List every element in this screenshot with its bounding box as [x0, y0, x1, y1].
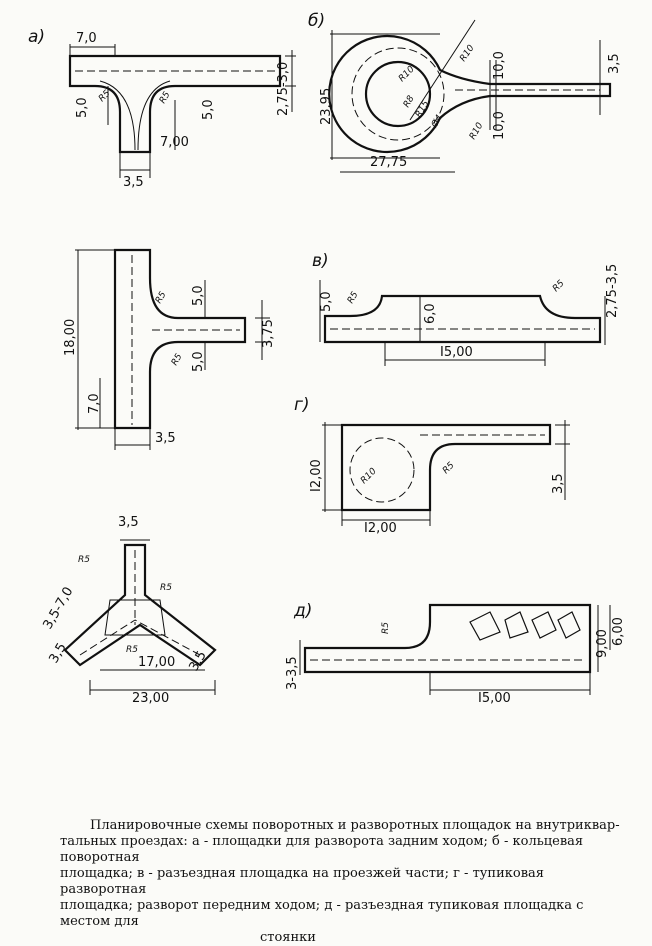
dim-y-left2: 3,5: [46, 641, 69, 666]
label-d: д): [293, 601, 312, 621]
caption-line-3: площадка; в - разъездная площадка на про…: [60, 866, 544, 897]
radius-b-b: R10: [468, 121, 486, 142]
caption-line-1: Планировочные схемы поворотных и разворо…: [90, 818, 620, 833]
diagram-g-shape: [322, 420, 570, 526]
label-g: г): [294, 395, 310, 415]
dim-a-top: 7,0: [76, 31, 97, 46]
diagram-y-shape: [63, 539, 217, 695]
dim-g-right: 3,5: [551, 473, 566, 494]
dim-b-outer: 23,95: [319, 88, 334, 125]
dim-a-bottom: 3,5: [123, 175, 144, 190]
dim-g-height: I2,00: [309, 459, 324, 492]
dim-a-inner-right: 5,0: [201, 99, 216, 120]
dim-t-lower: 7,0: [87, 393, 102, 414]
dim-a-right: 2,75-3,0: [276, 62, 291, 116]
dim-g-width: I2,00: [364, 521, 397, 536]
dim-d-r: R5: [381, 622, 391, 634]
dim-b-lower: 10,0: [492, 111, 507, 140]
radius-a-right: R5: [158, 90, 173, 106]
radius-b-small: R8: [402, 94, 417, 110]
dim-y-inner: 17,00: [138, 655, 175, 670]
dim-d-h2: 6,00: [611, 617, 626, 646]
caption-line-5: стоянки: [260, 930, 316, 945]
figure-caption: Планировочные схемы поворотных и разворо…: [60, 818, 620, 946]
dim-v-mid: 6,0: [423, 303, 438, 324]
radius-b-outer: R10: [458, 43, 477, 63]
label-v: в): [312, 251, 329, 271]
radius-v-left: R5: [346, 290, 361, 306]
dim-v-length: I5,00: [440, 345, 473, 360]
dim-t-branch: 3,75: [261, 319, 276, 348]
diagram-d-shape: [299, 603, 611, 695]
radius-g-big: R10: [359, 466, 379, 486]
dim-y-top: 3,5: [118, 515, 139, 530]
dim-b-upper: 10,0: [492, 51, 507, 80]
radius-y-b: R5: [160, 583, 172, 593]
dim-d-h1: 9,00: [595, 629, 610, 658]
diagram-v-shape: [319, 280, 606, 366]
dim-t-lower-r: 5,0: [191, 351, 206, 372]
dim-t-height: 18,00: [63, 319, 78, 356]
label-a: а): [28, 27, 45, 47]
diagram-a-shape: [68, 44, 296, 178]
dim-b-right: 3,5: [607, 53, 622, 74]
dim-y-left: 3,5-7,0: [40, 585, 76, 632]
radius-t-lower: R5: [170, 352, 185, 368]
caption-line-4: площадка; разворот передним ходом; д - р…: [60, 898, 584, 929]
dim-d-left: 3-3,5: [285, 656, 300, 690]
planning-diagrams: а) б) в) г) д) 7,0 5,0 2,75-3,0 3,5 7,00…: [28, 11, 626, 706]
dim-v-right: 2,75-3,5: [605, 264, 620, 318]
diagram-b-shape: [328, 19, 612, 173]
diagram-t-shape: [75, 248, 270, 450]
dim-b-bottom: 27,75: [370, 155, 407, 170]
dim-a-inner-bottom: 7,00: [160, 135, 189, 150]
dim-t-upper-r: 5,0: [191, 285, 206, 306]
dim-y-total: 23,00: [132, 691, 169, 706]
radius-y-c: R5: [126, 645, 138, 655]
dim-t-width: 3,5: [155, 431, 176, 446]
radius-y-a: R5: [78, 555, 90, 565]
dim-v-left: 5,0: [319, 291, 334, 312]
caption-line-2: тальных проездах: а - площадки для разво…: [60, 834, 584, 865]
dim-d-length: I5,00: [478, 691, 511, 706]
radius-g-small: R5: [441, 460, 457, 476]
radius-t-upper: R5: [154, 290, 169, 306]
label-b: б): [308, 11, 325, 31]
dim-a-left: 5,0: [75, 97, 90, 118]
radius-v-right: R5: [551, 278, 567, 294]
